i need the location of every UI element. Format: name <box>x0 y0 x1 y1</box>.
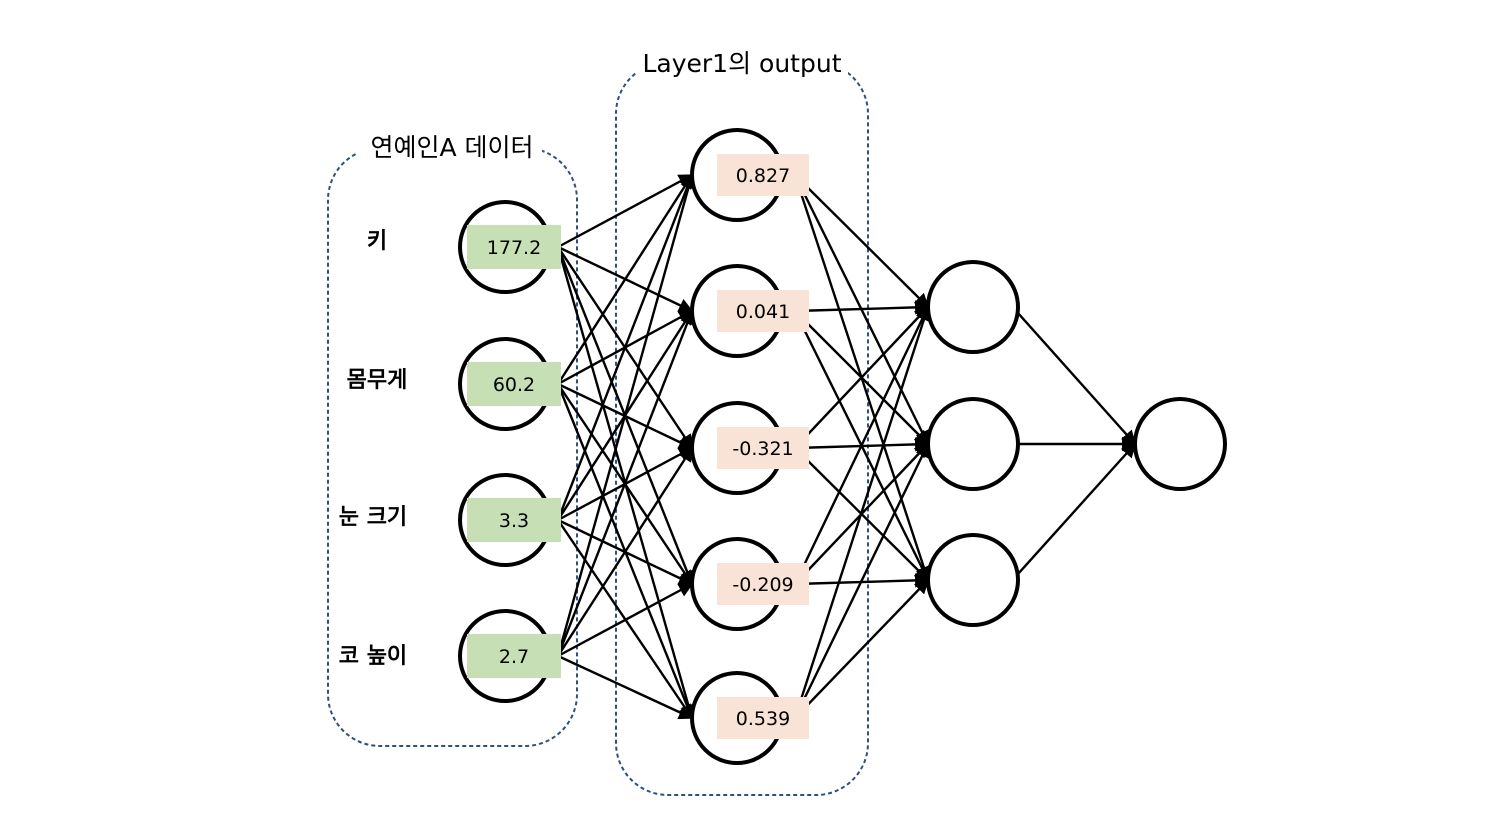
node-circle <box>1133 397 1227 491</box>
edge-l1-4-to-4 <box>557 582 694 658</box>
output-value-box <box>717 154 809 196</box>
input-value-box <box>467 225 561 269</box>
hidden2-node-2 <box>926 397 1020 491</box>
edge-l3-1-to-1 <box>1011 306 1136 446</box>
input-label-weight: 몸무게 <box>347 368 408 393</box>
input-node-1: 177.2 <box>458 200 561 294</box>
hidden1-node-4: -0.209 <box>690 537 809 631</box>
edge-l2-5-to-3 <box>794 578 929 719</box>
hidden1-node-1: 0.827 <box>690 128 809 222</box>
output-value-text: -0.209 <box>732 574 793 596</box>
input-group-title-bg <box>358 130 542 166</box>
input-value-text: 3.3 <box>499 510 529 532</box>
edge-l2-1-to-1 <box>794 174 930 309</box>
edge-l2-5-to-1 <box>793 305 931 719</box>
input-value-text: 2.7 <box>499 646 529 668</box>
output-value-text: -0.321 <box>732 438 793 460</box>
edge-l1-2-to-1 <box>556 173 694 385</box>
output-value-box <box>717 697 809 739</box>
input-value-box <box>467 498 561 542</box>
hidden1-node-3: -0.321 <box>690 401 809 495</box>
input-label-nose-height: 코 높이 <box>339 644 407 669</box>
input-node-3: 3.3 <box>458 473 561 567</box>
input-value-text: 60.2 <box>493 374 535 396</box>
input-label-height: 키 <box>367 229 387 254</box>
output-value-text: 0.539 <box>736 708 790 730</box>
output-value-box <box>717 563 809 605</box>
edge-l1-4-to-5 <box>557 654 694 720</box>
node-circle <box>926 397 1020 491</box>
input-group-title: 연예인A 데이터 <box>370 133 533 162</box>
output-value-text: 0.827 <box>736 165 790 187</box>
input-node-2: 60.2 <box>458 337 561 431</box>
output-value-box <box>717 427 809 469</box>
output-value-text: 0.041 <box>736 301 790 323</box>
edge-l2-4-to-1 <box>793 305 930 585</box>
input-node-4: 2.7 <box>458 609 561 703</box>
hidden1-node-5: 0.539 <box>690 671 809 765</box>
hidden1-node-2: 0.041 <box>690 264 809 358</box>
connections <box>556 173 1137 720</box>
input-label-eye-size: 눈 크기 <box>339 505 407 530</box>
output-value-box <box>717 290 809 332</box>
edge-l1-4-to-1 <box>556 173 696 657</box>
edge-l1-4-to-2 <box>556 309 695 657</box>
edge-l2-3-to-1 <box>794 305 929 449</box>
input-value-text: 177.2 <box>487 237 541 259</box>
node-circle <box>926 260 1020 354</box>
edge-l1-1-to-1 <box>557 173 694 249</box>
output-node-1 <box>1133 397 1227 491</box>
edge-l1-4-to-3 <box>556 446 694 657</box>
node-circle <box>926 533 1020 627</box>
edge-l3-3-to-1 <box>1011 442 1136 581</box>
nodes: 177.2 60.2 3.3 2.7 0.827 0.041 -0.321 -0.209 0.5… <box>458 128 1227 765</box>
layer1-output-title: Layer1의 output <box>642 49 841 78</box>
input-value-box <box>467 362 561 406</box>
hidden2-node-3 <box>926 533 1020 627</box>
input-value-box <box>467 634 561 678</box>
edge-l2-5-to-2 <box>793 442 930 719</box>
edge-l2-2-to-1 <box>794 300 930 315</box>
hidden2-node-1 <box>926 260 1020 354</box>
edge-l1-3-to-1 <box>556 173 695 521</box>
layer1-output-title-bg <box>636 44 848 80</box>
